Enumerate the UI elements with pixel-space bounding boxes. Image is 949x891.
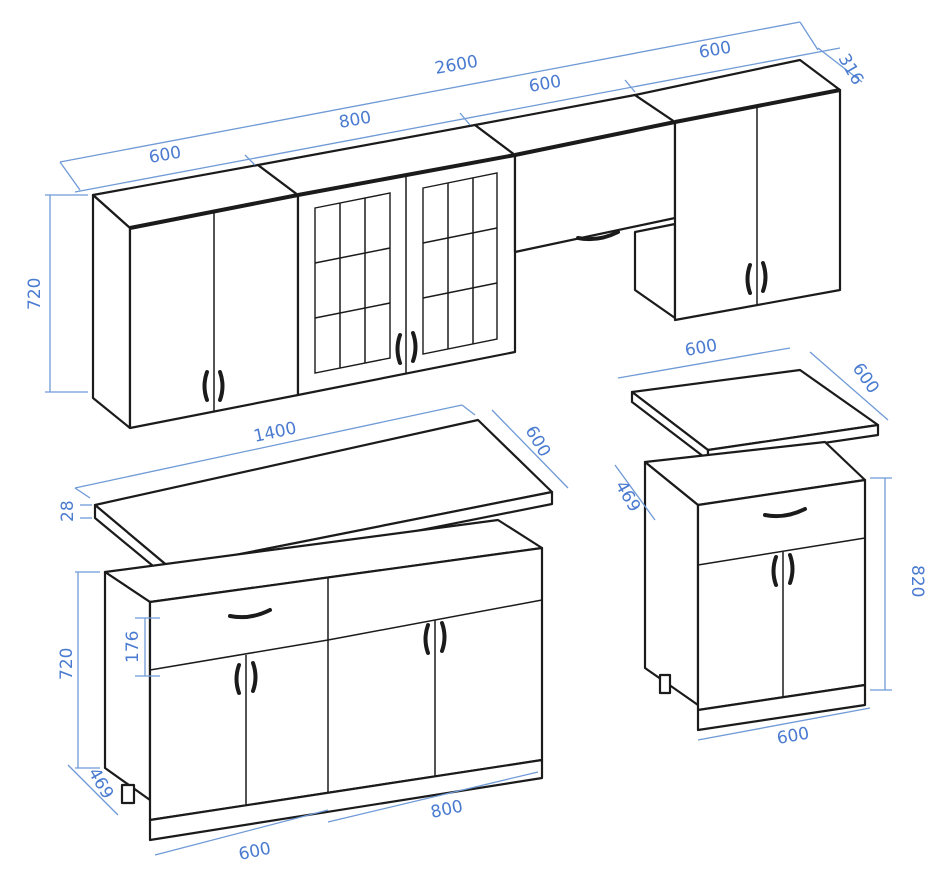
dim-single-height: 820 (907, 565, 927, 597)
dim-single-depth: 469 (611, 478, 645, 516)
handle-icon (202, 370, 209, 402)
counter-top-single (630, 368, 880, 462)
wall-cabinet-right (633, 58, 842, 322)
base-cabinet-single (643, 440, 867, 732)
glass-door-left (314, 192, 391, 374)
dim-drawer-height: 176 (123, 631, 143, 663)
dim-wall-height: 720 (25, 278, 45, 310)
wall-cabinet-left (91, 163, 300, 430)
dim-wall-glass-width: 800 (337, 108, 372, 133)
dim-counter-thickness: 28 (58, 500, 78, 522)
dim-total-width: 2600 (433, 52, 479, 79)
dim-counter-depth: 600 (521, 423, 555, 461)
dim-wall-depth: 316 (834, 51, 868, 89)
wall-cabinet-glass (256, 123, 517, 397)
dim-wall-left-width: 600 (147, 143, 182, 168)
dim-single-width: 600 (775, 724, 810, 749)
dim-base-mid-width: 800 (429, 797, 465, 823)
dimension-labels: 2600 600 800 600 600 316 720 1400 600 28… (25, 38, 927, 865)
dim-single-top-depth: 600 (848, 359, 883, 397)
dim-base-height: 720 (57, 648, 77, 680)
dim-wall-hood-width: 600 (527, 72, 562, 97)
dim-single-top-width: 600 (683, 336, 718, 361)
wall-cabinet-hood (473, 93, 677, 320)
dim-counter-width: 1400 (252, 418, 298, 447)
dim-wall-right-width: 600 (697, 38, 732, 63)
dimension-lines (45, 21, 892, 856)
glass-door-right (422, 172, 498, 355)
dim-base-left-width: 600 (237, 839, 273, 865)
base-cabinet-long (103, 518, 544, 842)
